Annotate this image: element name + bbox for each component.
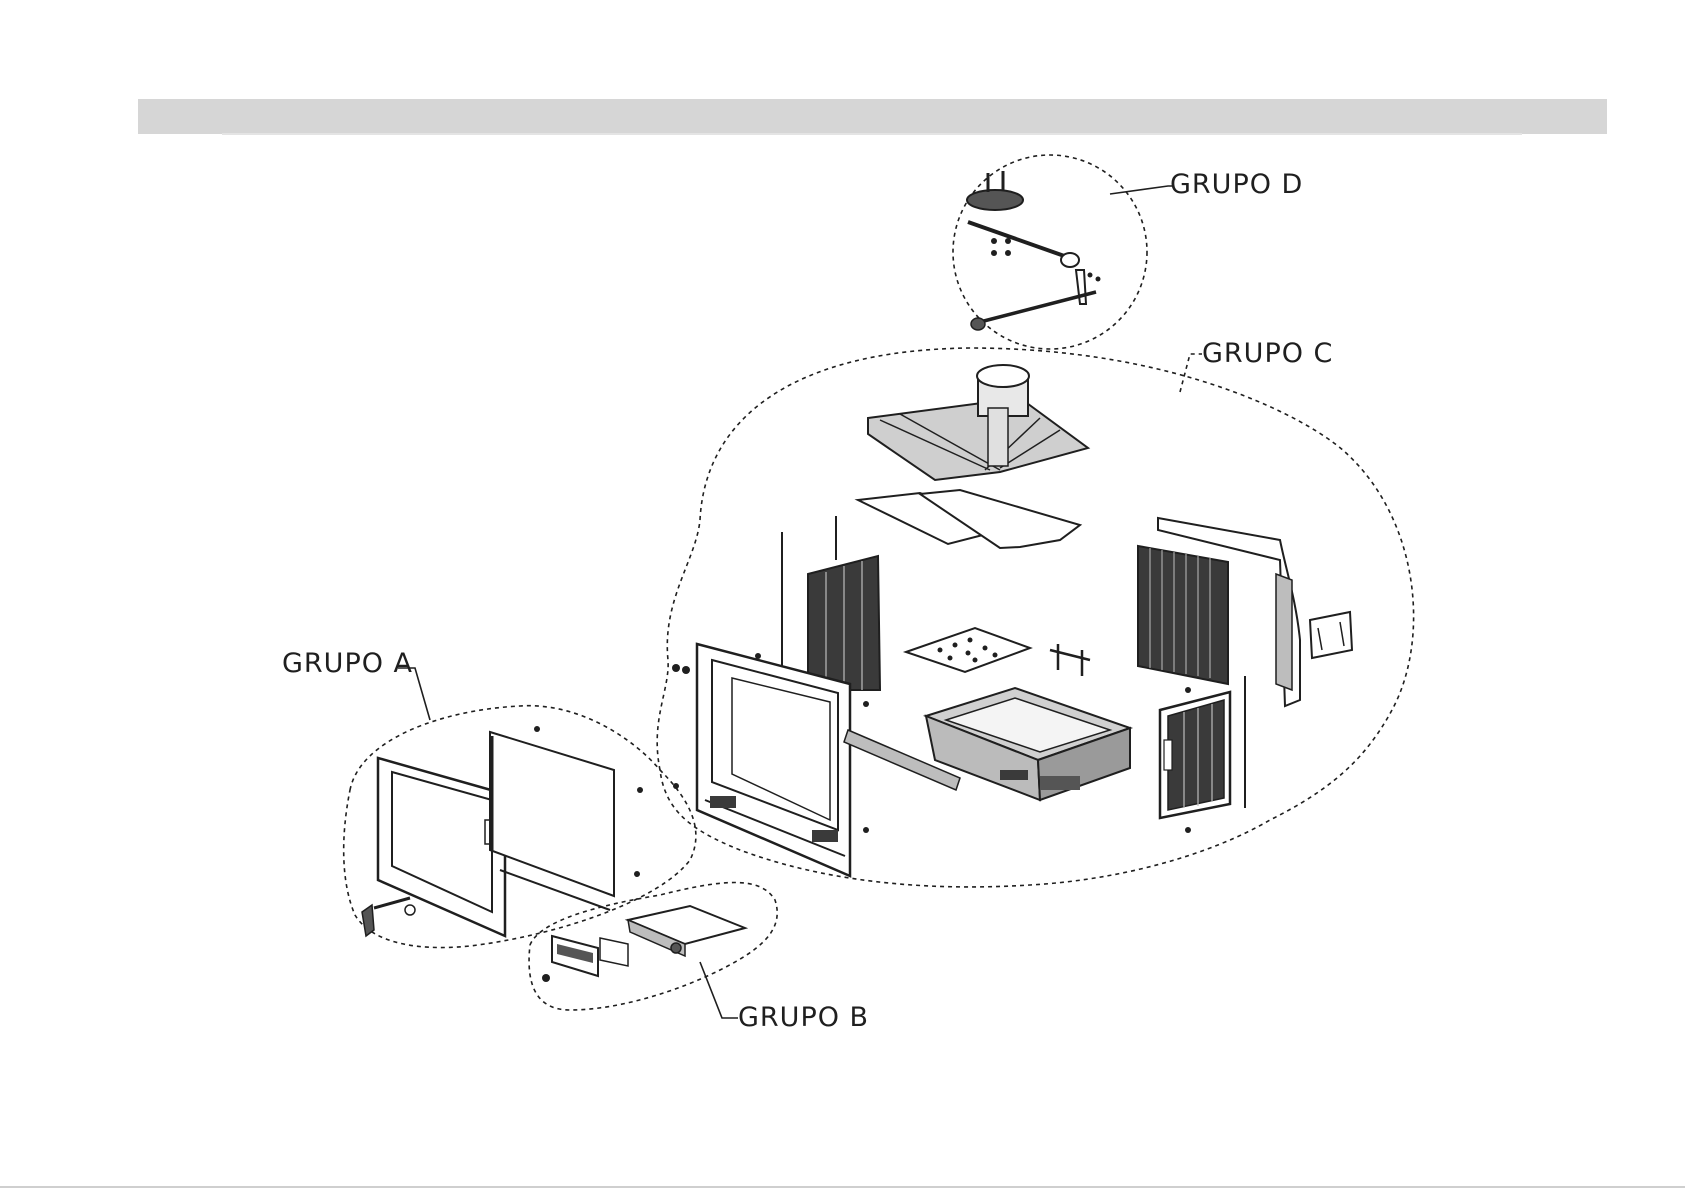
- group-d: GRUPO D: [953, 155, 1303, 349]
- group-d-label: GRUPO D: [1170, 169, 1303, 200]
- base-plate: [906, 628, 1030, 672]
- group-c-label: GRUPO C: [1202, 338, 1333, 369]
- group-a-label: GRUPO A: [282, 648, 413, 679]
- side-door: [1160, 687, 1230, 833]
- door-glass: [490, 732, 614, 896]
- door-handle: [362, 905, 374, 936]
- ash-bracket: [1310, 612, 1352, 658]
- group-c: GRUPO C: [657, 338, 1413, 887]
- group-b-label: GRUPO B: [738, 1002, 869, 1033]
- firebox-hood: [868, 365, 1088, 480]
- group-b: GRUPO B: [529, 883, 869, 1034]
- damper-disc: [967, 190, 1023, 210]
- damper-bracket: [1076, 270, 1086, 304]
- group-a: GRUPO A: [282, 648, 696, 948]
- grate-bracket: [1050, 644, 1090, 676]
- damper-rod: [968, 222, 1070, 258]
- rear-panel: [1138, 546, 1228, 684]
